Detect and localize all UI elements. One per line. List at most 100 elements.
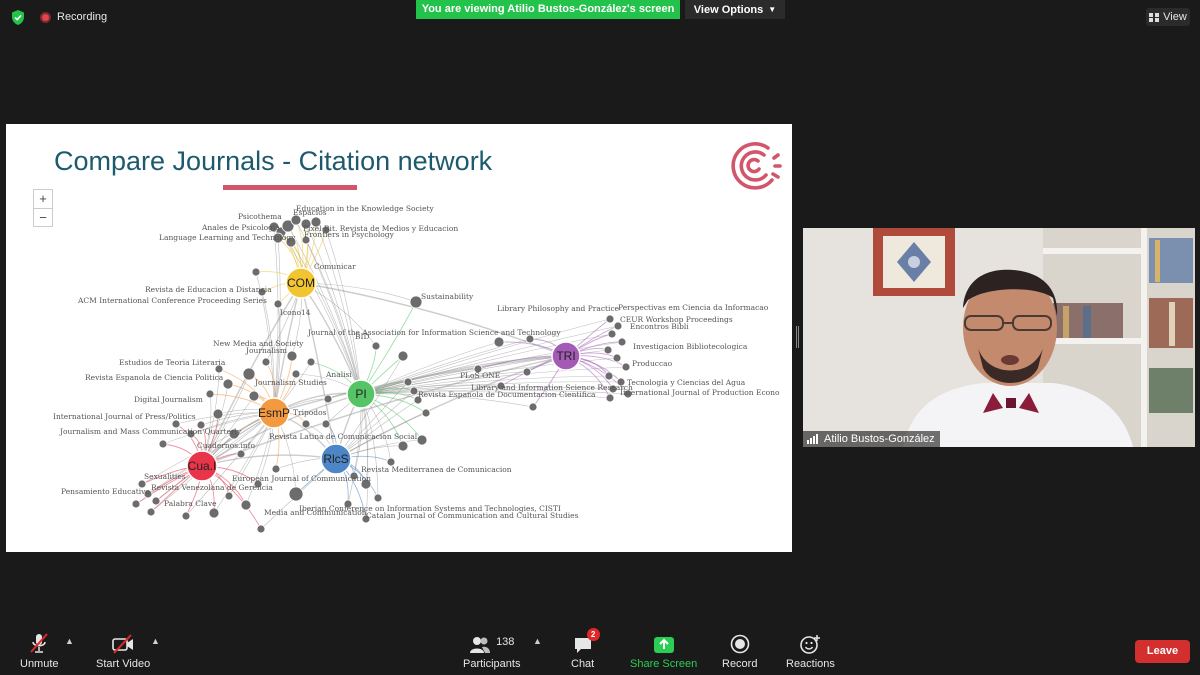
zoom-out-button[interactable]: − xyxy=(39,210,47,225)
recording-indicator[interactable]: Recording xyxy=(40,11,107,23)
journal-node[interactable] xyxy=(386,457,396,467)
journal-node[interactable] xyxy=(623,389,633,399)
journal-node[interactable] xyxy=(321,419,331,429)
journal-node[interactable] xyxy=(373,493,383,503)
journal-node[interactable] xyxy=(397,350,409,362)
journal-node[interactable] xyxy=(413,395,423,405)
journal-node[interactable] xyxy=(612,353,622,363)
cluster-node[interactable]: TRI xyxy=(551,341,581,371)
journal-node[interactable] xyxy=(256,524,266,534)
participants-button[interactable]: 138 Participants xyxy=(463,632,520,670)
journal-node[interactable] xyxy=(301,235,311,245)
journal-node[interactable] xyxy=(261,357,271,367)
journal-node[interactable] xyxy=(310,216,322,228)
journal-node[interactable] xyxy=(205,389,215,399)
cluster-node[interactable]: Cua.I xyxy=(186,450,218,482)
journal-node[interactable] xyxy=(146,507,156,517)
journal-node[interactable] xyxy=(273,299,283,309)
journal-node[interactable] xyxy=(349,471,359,481)
cluster-node[interactable]: PI xyxy=(346,379,376,409)
journal-node[interactable] xyxy=(416,434,428,446)
journal-node[interactable] xyxy=(240,499,252,511)
journal-node[interactable] xyxy=(288,486,304,502)
journal-node[interactable] xyxy=(473,364,483,374)
journal-node[interactable] xyxy=(158,439,168,449)
journal-node[interactable] xyxy=(605,314,615,324)
journal-node[interactable] xyxy=(371,341,381,351)
journal-node[interactable] xyxy=(253,479,263,489)
journal-node[interactable] xyxy=(522,367,532,377)
journal-node[interactable] xyxy=(301,419,311,429)
journal-node[interactable] xyxy=(343,499,353,509)
journal-node[interactable] xyxy=(181,511,191,521)
journal-node[interactable] xyxy=(291,369,301,379)
journal-node[interactable] xyxy=(607,329,617,339)
journal-node[interactable] xyxy=(421,408,431,418)
journal-node[interactable] xyxy=(321,225,331,235)
journal-node[interactable] xyxy=(212,408,224,420)
journal-node[interactable] xyxy=(290,214,302,226)
view-button[interactable]: View xyxy=(1146,8,1190,26)
unmute-button[interactable]: Unmute xyxy=(20,632,59,670)
shield-icon[interactable] xyxy=(10,9,26,26)
participant-video[interactable] xyxy=(803,228,1195,447)
journal-node[interactable] xyxy=(613,321,623,331)
journal-node[interactable] xyxy=(360,478,372,490)
journal-node[interactable] xyxy=(143,489,153,499)
journal-node[interactable] xyxy=(242,367,256,381)
journal-node[interactable] xyxy=(257,287,267,297)
journal-node[interactable] xyxy=(286,350,298,362)
leave-button[interactable]: Leave xyxy=(1135,640,1190,663)
journal-node[interactable] xyxy=(285,236,297,248)
journal-node[interactable] xyxy=(496,381,506,391)
journal-node[interactable] xyxy=(605,393,615,403)
journal-node[interactable] xyxy=(616,377,626,387)
journal-node[interactable] xyxy=(222,378,234,390)
reactions-button[interactable]: Reactions xyxy=(786,632,835,670)
cluster-node[interactable]: RlcS xyxy=(320,443,352,475)
journal-node[interactable] xyxy=(251,267,261,277)
participants-options-chevron-up-icon[interactable]: ▲ xyxy=(533,636,542,646)
video-options-chevron-up-icon[interactable]: ▲ xyxy=(151,636,160,646)
journal-node[interactable] xyxy=(323,394,333,404)
journal-node[interactable] xyxy=(603,345,613,355)
journal-node[interactable] xyxy=(617,337,627,347)
journal-node[interactable] xyxy=(608,384,618,394)
journal-node[interactable] xyxy=(493,336,505,348)
record-button[interactable]: Record xyxy=(722,632,757,670)
view-options-button[interactable]: View Options ▼ xyxy=(685,0,785,19)
journal-node[interactable] xyxy=(214,364,224,374)
journal-node[interactable] xyxy=(228,428,240,440)
zoom-in-button[interactable]: + xyxy=(34,190,52,209)
journal-node[interactable] xyxy=(131,499,141,509)
audio-options-chevron-up-icon[interactable]: ▲ xyxy=(65,636,74,646)
journal-node[interactable] xyxy=(171,419,181,429)
journal-node[interactable] xyxy=(248,390,260,402)
journal-node[interactable] xyxy=(604,371,614,381)
cluster-node[interactable]: COM xyxy=(285,267,317,299)
journal-node[interactable] xyxy=(272,232,284,244)
journal-node[interactable] xyxy=(196,420,206,430)
journal-node[interactable] xyxy=(281,219,295,233)
start-video-button[interactable]: Start Video xyxy=(96,632,150,670)
journal-node[interactable] xyxy=(236,449,246,459)
journal-node[interactable] xyxy=(621,362,631,372)
panel-resize-handle[interactable] xyxy=(796,326,799,348)
journal-node[interactable] xyxy=(224,491,234,501)
journal-node[interactable] xyxy=(208,507,220,519)
journal-node[interactable] xyxy=(403,377,413,387)
journal-node[interactable] xyxy=(361,514,371,524)
journal-node[interactable] xyxy=(409,295,423,309)
journal-node[interactable] xyxy=(409,386,419,396)
journal-node[interactable] xyxy=(271,464,281,474)
journal-node[interactable] xyxy=(186,429,196,439)
cluster-node[interactable]: EsmP xyxy=(258,397,290,429)
journal-node[interactable] xyxy=(137,479,147,489)
journal-node[interactable] xyxy=(306,357,316,367)
journal-node[interactable] xyxy=(397,440,409,452)
share-screen-button[interactable]: Share Screen xyxy=(630,632,697,670)
journal-node[interactable] xyxy=(151,496,161,506)
journal-node[interactable] xyxy=(528,402,538,412)
journal-node[interactable] xyxy=(525,334,535,344)
chat-button[interactable]: 2 Chat xyxy=(571,628,600,670)
